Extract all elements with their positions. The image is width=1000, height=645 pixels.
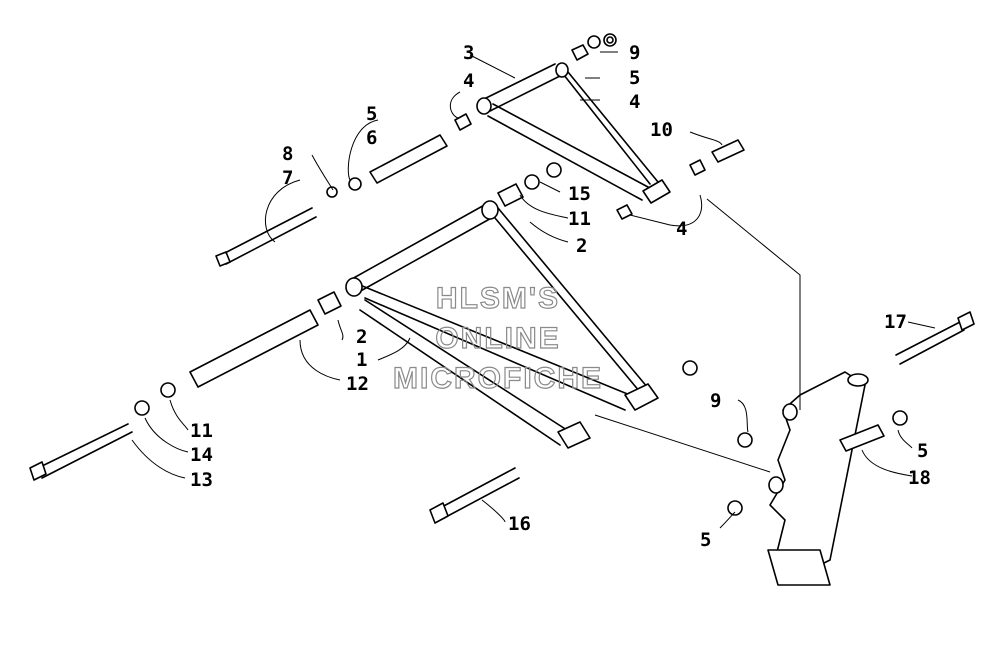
callout-5: 5 (629, 67, 640, 89)
lower-hardware (29, 162, 698, 524)
callout-10: 10 (650, 119, 673, 141)
callout-labels: 3 4 9 5 4 5 6 8 7 10 15 11 2 4 2 1 12 11… (190, 42, 931, 551)
callout-15: 15 (568, 183, 591, 205)
callout-8: 8 (282, 143, 293, 165)
callout-16: 16 (508, 513, 531, 535)
callout-4: 4 (463, 70, 474, 92)
callout-3: 3 (463, 42, 474, 64)
callout-14: 14 (190, 444, 213, 466)
callout-4: 4 (676, 218, 687, 240)
watermark-line-2: ONLINE (435, 322, 560, 355)
callout-18: 18 (908, 467, 931, 489)
callout-5: 5 (700, 529, 711, 551)
callout-17: 17 (884, 311, 907, 333)
callout-4: 4 (629, 91, 640, 113)
watermark-line-3: MICROFICHE (393, 362, 603, 395)
watermark: HLSM'S ONLINE MICROFICHE (392, 281, 603, 395)
callout-11: 11 (190, 420, 213, 442)
callout-9: 9 (629, 42, 640, 64)
upper-hardware (215, 33, 745, 267)
callout-13: 13 (190, 469, 213, 491)
spindle-knuckle (727, 311, 975, 586)
callout-5: 5 (917, 440, 928, 462)
callout-12: 12 (346, 373, 369, 395)
watermark-line-1: HLSM'S (436, 282, 560, 315)
leader-lines (131, 51, 936, 529)
callout-2: 2 (356, 326, 367, 348)
callout-1: 1 (356, 349, 367, 371)
callout-7: 7 (282, 167, 293, 189)
lower-a-arm (345, 200, 659, 449)
callout-9: 9 (710, 390, 721, 412)
callout-6: 6 (366, 127, 377, 149)
callout-11: 11 (568, 208, 591, 230)
upper-a-arm (476, 62, 671, 204)
callout-2: 2 (576, 235, 587, 257)
callout-5: 5 (366, 103, 377, 125)
